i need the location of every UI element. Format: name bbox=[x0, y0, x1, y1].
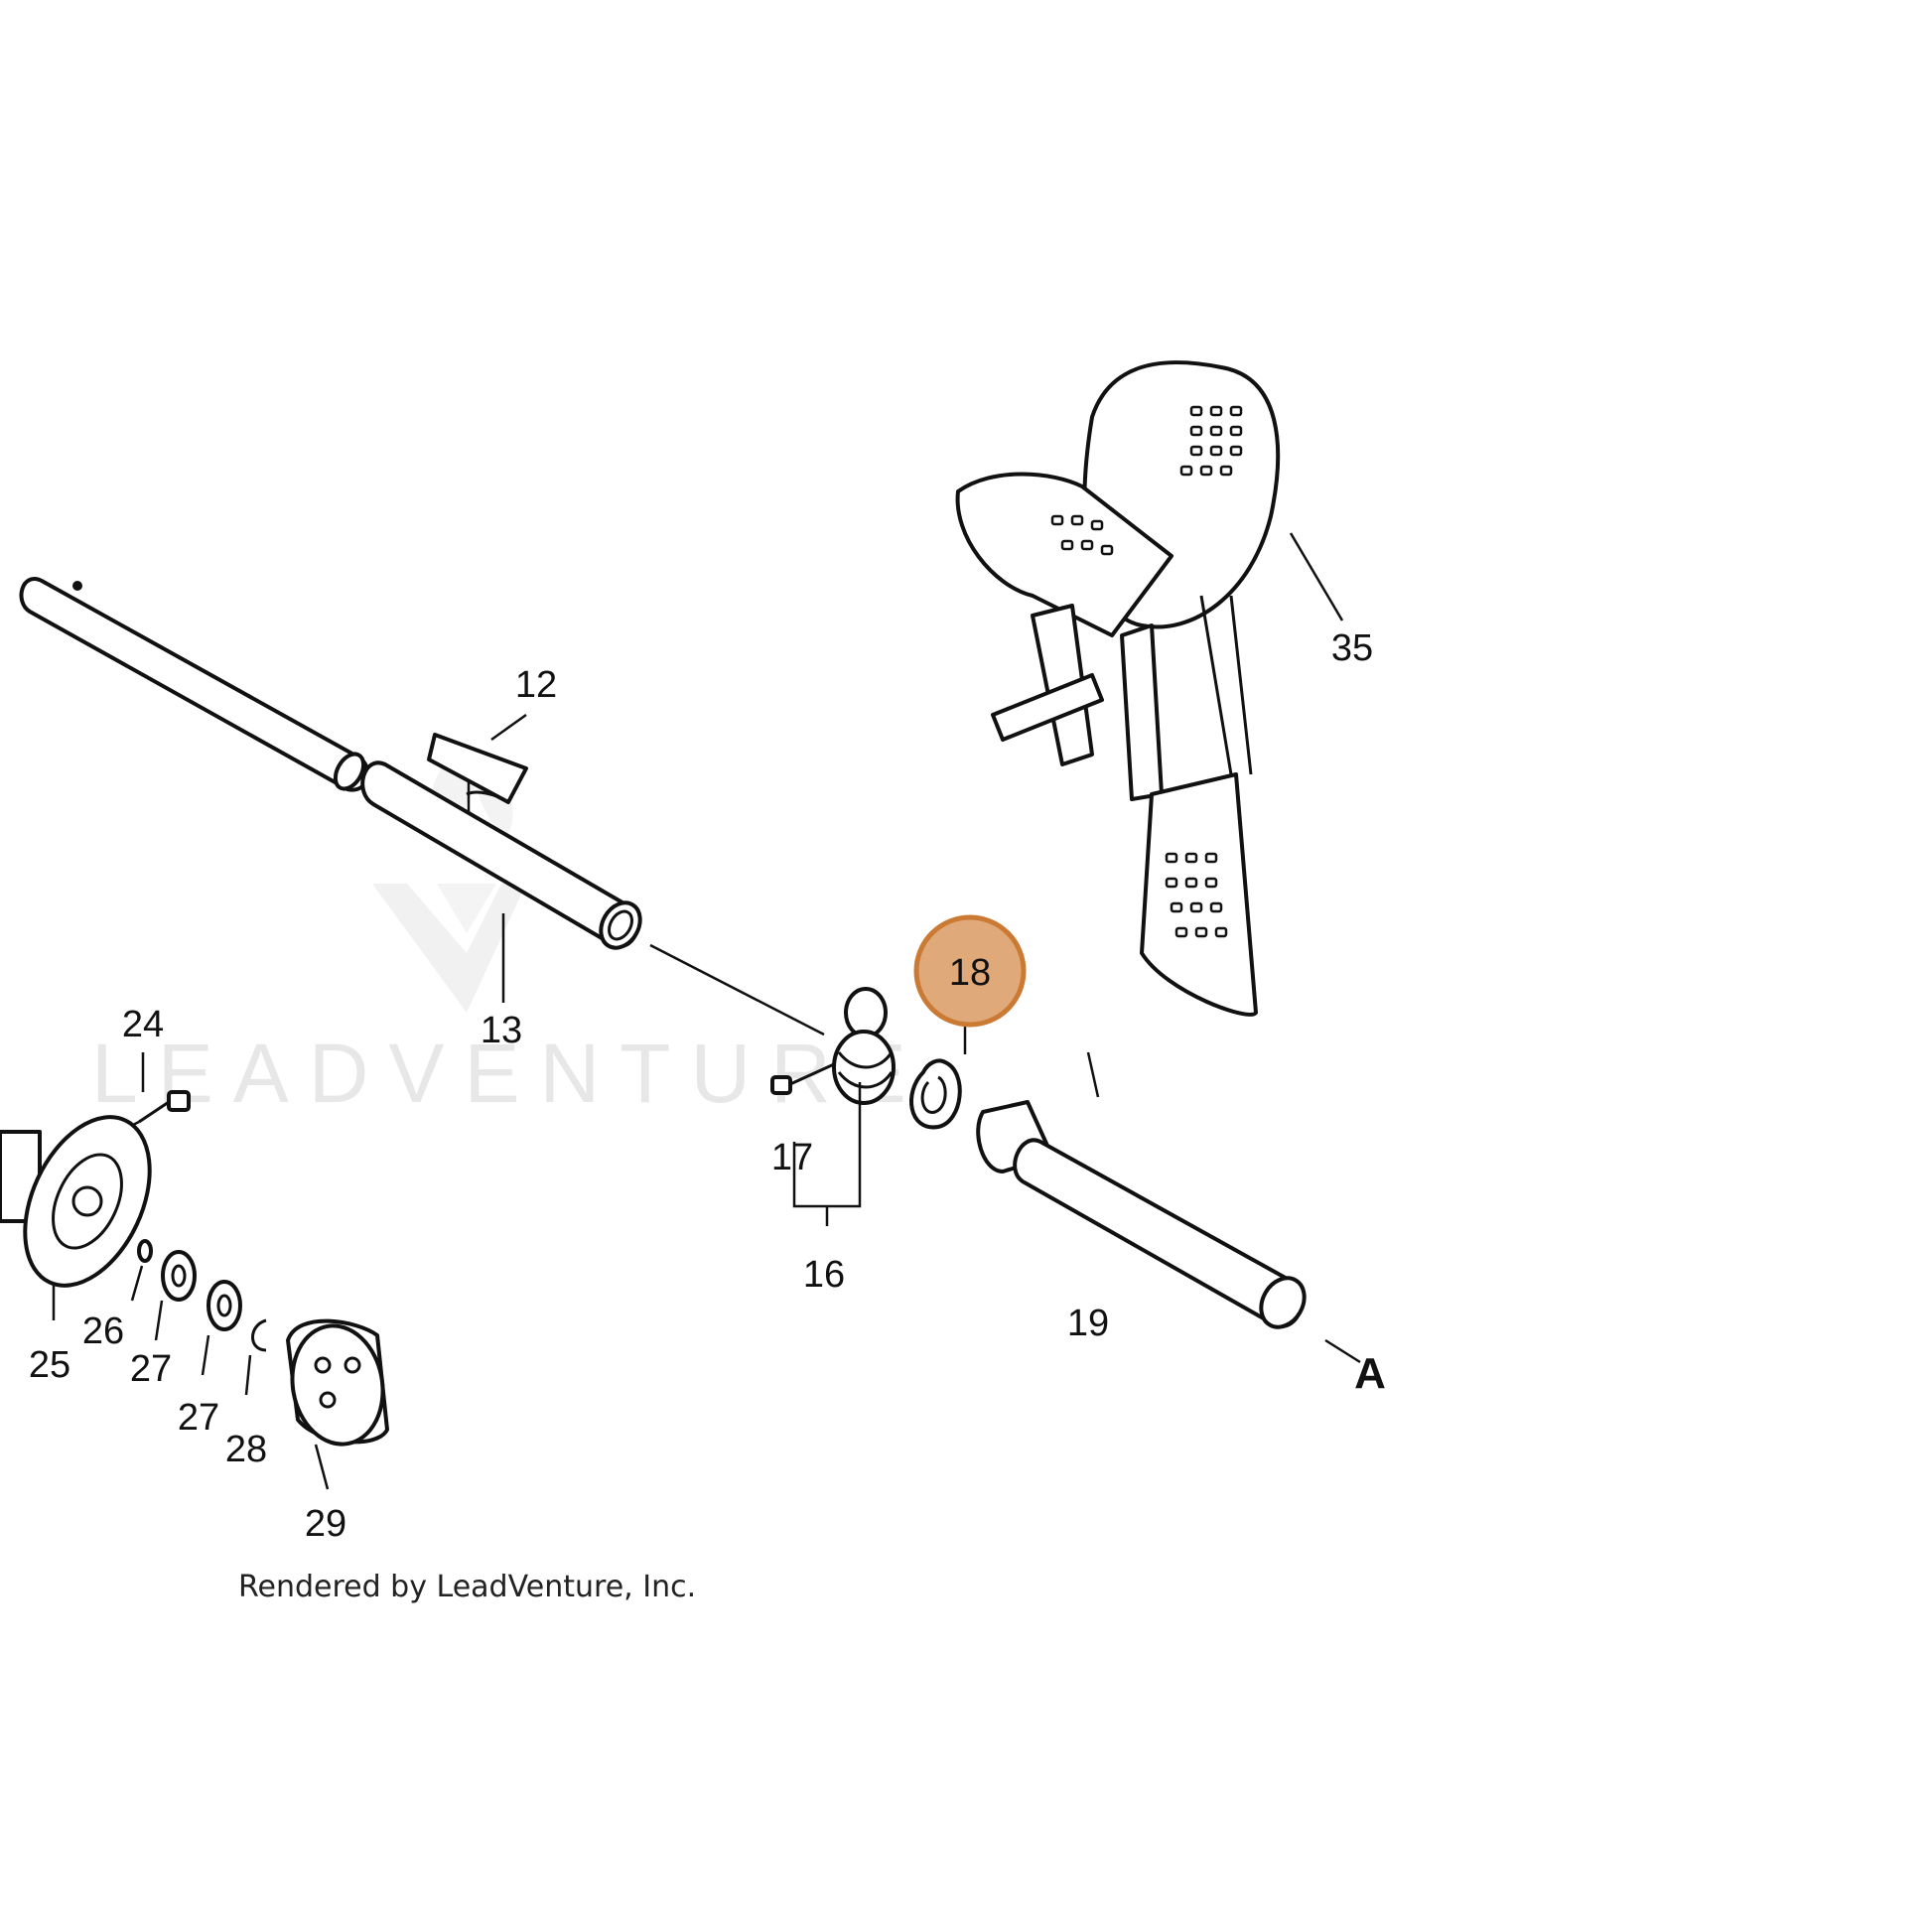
tube-upper bbox=[19, 577, 370, 792]
part-13-tube bbox=[360, 760, 642, 950]
callout-28[interactable]: 28 bbox=[225, 1429, 267, 1470]
callout-13[interactable]: 13 bbox=[481, 1010, 522, 1051]
callout-29[interactable]: 29 bbox=[305, 1503, 346, 1545]
callout-27b[interactable]: 27 bbox=[178, 1397, 219, 1439]
callout-17[interactable]: 17 bbox=[771, 1137, 813, 1178]
reference-a: A bbox=[1354, 1349, 1386, 1398]
part-29-drum bbox=[286, 1318, 389, 1447]
callout-26[interactable]: 26 bbox=[82, 1311, 124, 1352]
part-27-bearing-b bbox=[207, 1280, 242, 1331]
credit-text: Rendered by LeadVenture, Inc. bbox=[238, 1570, 696, 1604]
highlight-circle[interactable] bbox=[913, 914, 1027, 1028]
callout-25[interactable]: 25 bbox=[29, 1344, 70, 1386]
callout-12[interactable]: 12 bbox=[515, 664, 557, 706]
part-28-snap-ring bbox=[251, 1318, 267, 1352]
part-26-ring bbox=[137, 1239, 153, 1263]
part-35-harness bbox=[955, 360, 1281, 1017]
callout-27a[interactable]: 27 bbox=[130, 1348, 172, 1390]
callout-19[interactable]: 19 bbox=[1067, 1303, 1109, 1344]
callout-35[interactable]: 35 bbox=[1331, 627, 1373, 669]
part-19-tube bbox=[976, 1100, 1307, 1329]
callout-16[interactable]: 16 bbox=[803, 1254, 845, 1296]
part-17-bolt bbox=[770, 1062, 835, 1095]
part-18-ring bbox=[909, 1058, 962, 1130]
leader-lines bbox=[52, 532, 1361, 1490]
callout-24[interactable]: 24 bbox=[122, 1004, 164, 1045]
watermark-text: LEADVENTURE bbox=[91, 1027, 926, 1120]
callout-18-highlighted[interactable]: 18 bbox=[949, 952, 991, 994]
axis-line bbox=[649, 943, 825, 1036]
part-27-bearing-a bbox=[161, 1250, 197, 1302]
part-16-clamp bbox=[832, 987, 896, 1105]
part-25-housing bbox=[0, 1115, 152, 1288]
